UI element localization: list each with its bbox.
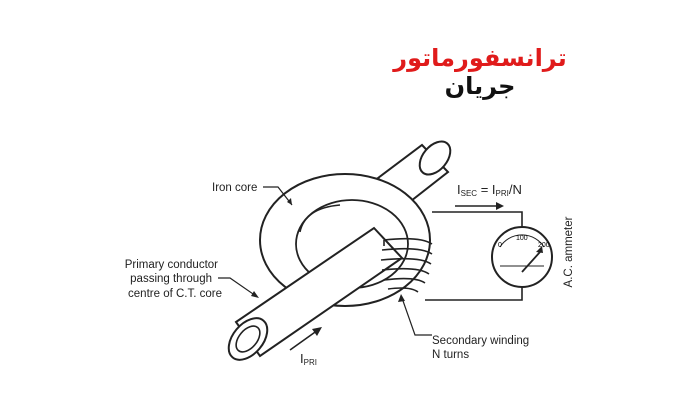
meter-scale-200: 200 [538, 242, 550, 249]
iron-core-label: Iron core [212, 182, 257, 194]
title-red-part: ترانسفورماتور [393, 44, 567, 72]
ipri-arrow [289, 327, 322, 351]
ammeter: 0 100 200 [491, 226, 553, 288]
ammeter-label: A.C. ammeter [563, 216, 575, 287]
secondary-label-line1: Secondary winding [432, 335, 529, 347]
primary-label-line3: centre of C.T. core [128, 288, 222, 300]
secondary-label-line2: N turns [432, 349, 469, 361]
isec-arrow [455, 202, 504, 210]
primary-conductor-front [227, 226, 404, 361]
ipri-label: IPRI [300, 351, 317, 367]
primary-label-line2: passing through [130, 273, 212, 285]
leader-lines [218, 186, 432, 336]
primary-label-line1: Primary conductor [125, 259, 218, 271]
page-title: ترانسفورماتور جریان [380, 44, 580, 100]
secondary-winding [380, 237, 433, 293]
meter-scale-0: 0 [498, 242, 502, 249]
isec-formula: ISEC = IPRI/N [457, 182, 522, 198]
title-black-part: جریان [444, 72, 516, 100]
meter-scale-100: 100 [516, 235, 528, 242]
